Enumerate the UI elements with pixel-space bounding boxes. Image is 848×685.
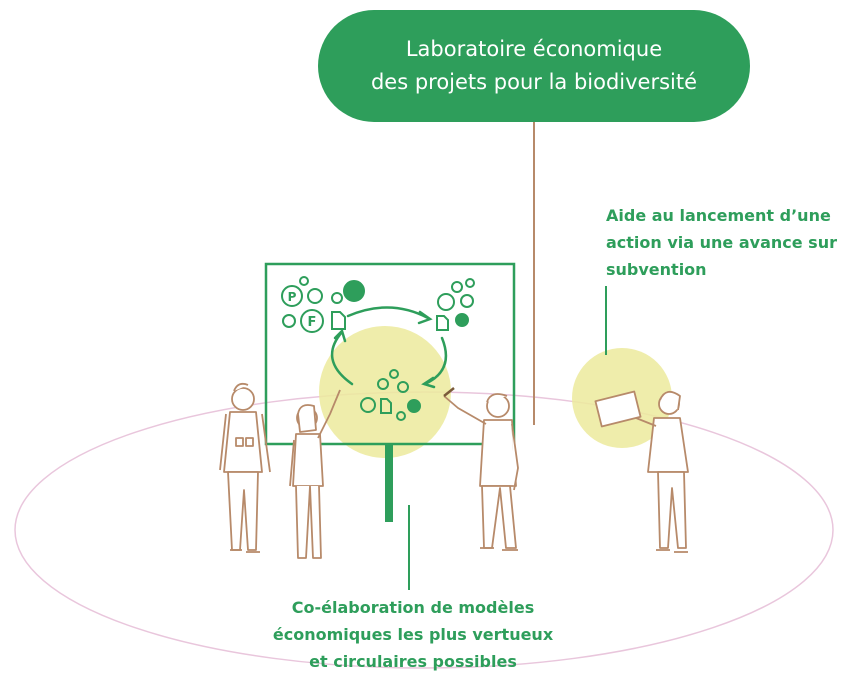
person-drawing	[443, 387, 519, 551]
caption-bottom-line1: Co-élaboration de modèles	[291, 598, 535, 617]
person-pointing	[289, 389, 341, 559]
person-with-document	[594, 390, 689, 553]
symbol-f: F	[308, 315, 317, 330]
caption-right-line2: action via une avance sur	[606, 233, 837, 252]
caption-advance-subsidy: Aide au lancement d’une action via une a…	[606, 202, 848, 283]
whiteboard	[264, 262, 516, 522]
caption-right-line3: subvention	[606, 260, 707, 279]
board-highlight-circle	[319, 326, 451, 458]
caption-bottom-line3: et circulaires possibles	[309, 652, 517, 671]
person-standing-left	[219, 382, 271, 553]
header-title-line1: Laboratoire économique	[405, 37, 663, 61]
symbol-p: P	[288, 290, 297, 304]
board-symbols-left: P F	[281, 276, 365, 333]
header-title-line2: des projets pour la biodiversité	[370, 70, 698, 94]
caption-right-line1: Aide au lancement d’une	[606, 206, 831, 225]
cycle-arrows	[330, 306, 448, 389]
header-title-pill: Laboratoire économique des projets pour …	[318, 10, 750, 122]
caption-co-elaboration: Co-élaboration de modèles économiques le…	[248, 594, 578, 675]
caption-bottom-line2: économiques les plus vertueux	[272, 625, 554, 644]
board-symbols-right	[436, 278, 475, 331]
board-symbols-bottom	[360, 369, 421, 421]
